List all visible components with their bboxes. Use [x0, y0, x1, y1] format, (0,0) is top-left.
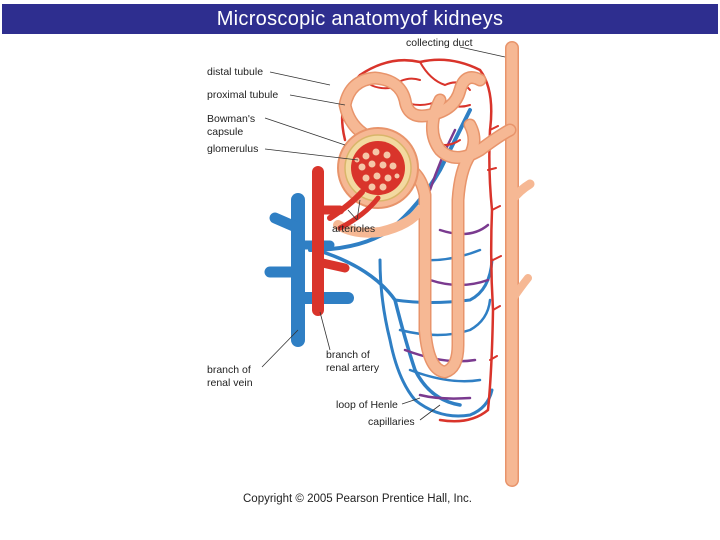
bowmans-capsule-label-line2: capsule — [207, 126, 243, 138]
arterioles — [327, 189, 381, 231]
distal-tubule-label: distal tubule — [207, 66, 263, 78]
leader-lines — [261, 46, 506, 421]
arterioles-label: arterioles — [332, 223, 375, 235]
renal-vein-label-line2: renal vein — [207, 377, 253, 389]
bowmans-capsule-label-line1: Bowman's — [207, 113, 255, 125]
glomerulus-label: glomerulus — [207, 143, 258, 155]
renal-artery-branch — [312, 166, 350, 316]
glomerulus — [351, 141, 405, 195]
capillaries-label: capillaries — [368, 416, 415, 428]
collecting-duct-label: collecting duct — [406, 37, 473, 49]
tubules — [333, 71, 517, 379]
labels: collecting duct distal tubule proximal t… — [207, 37, 473, 428]
renal-artery-label-line1: branch of — [326, 349, 370, 361]
collecting-duct — [505, 41, 535, 487]
renal-artery-label-line2: renal artery — [326, 362, 380, 374]
capillary-network — [308, 108, 494, 418]
page-title: Microscopic anatomyof kidneys — [216, 8, 504, 30]
title-bar: Microscopic anatomyof kidneys — [2, 4, 718, 34]
loop-of-henle-label: loop of Henle — [336, 399, 398, 411]
renal-vein-label-line1: branch of — [207, 364, 251, 376]
copyright-text: Copyright © 2005 Pearson Prentice Hall, … — [243, 493, 472, 505]
proximal-tubule-label: proximal tubule — [207, 89, 278, 101]
